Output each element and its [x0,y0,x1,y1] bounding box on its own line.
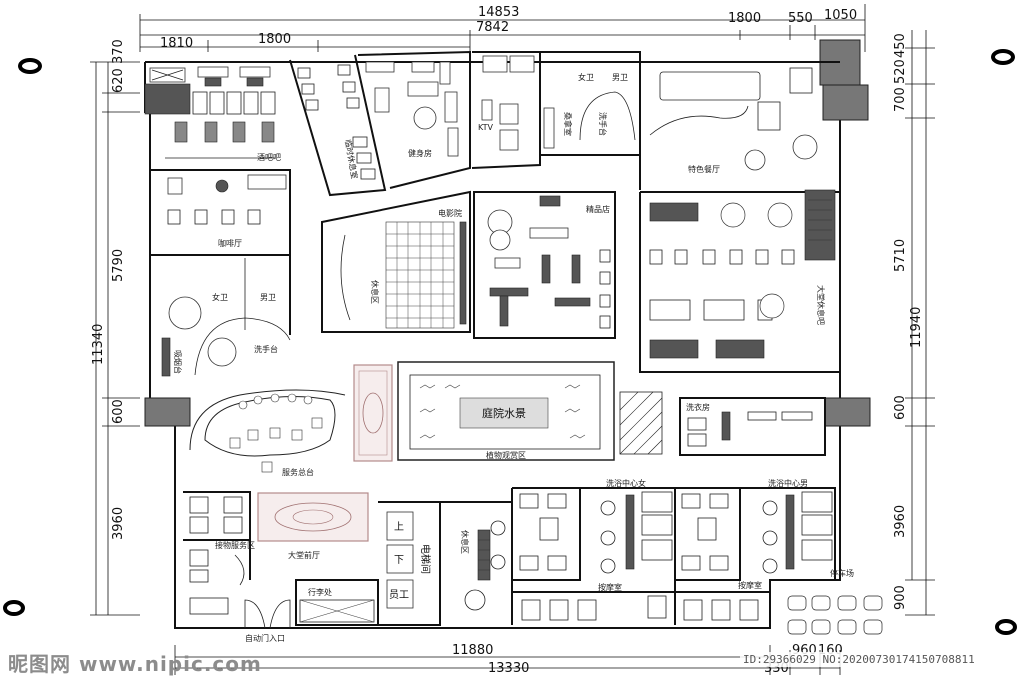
label-spa-female: 洗浴中心女 [606,478,646,488]
lobby-bar: 大堂休息吧 [639,189,840,373]
elevator-staff: 员工 [389,589,409,601]
hatched-area [619,391,663,455]
dim-left-c: 5790 [111,249,126,282]
elevator-up: 上 [394,521,404,533]
label-service-desk: 服务总台 [282,467,314,477]
temp-rest-room: 临时休息室 [289,54,387,197]
watermark-id: ID:29366029 NO:20200730174150708811 [740,652,978,667]
label-auto-door: 自动门入口 [245,633,285,643]
special-restaurant: 特色餐厅 [639,61,840,190]
lobby-carpet: 大堂前厅 [257,492,369,560]
label-sauna: 桑拿室 [563,112,573,136]
label-wash-basin: 洗手台 [254,344,278,354]
dim-top-a: 1810 [160,36,193,51]
cinema: 电影院 休息区 [321,190,471,333]
dim-right-f: 3960 [893,505,908,538]
label-female-wc: 女卫 [212,292,228,302]
label-elevator-room: 电梯间 [419,544,432,574]
label-male-wc-top: 男卫 [612,73,628,82]
carpet-pattern [353,364,393,462]
label-gym: 健身房 [408,148,432,158]
label-lobby-bar: 大堂休息吧 [816,285,826,325]
label-rest-area: 休息区 [460,530,470,554]
label-smoking: 吸烟台 [173,350,183,374]
watermark-site: 昵图网 www.nipic.com [8,652,262,676]
label-luggage-service: 接物服务区 [215,540,255,550]
label-bar: 酒吧吧 [257,153,281,162]
bar-area: 酒吧吧 [149,66,281,162]
label-cinema: 电影院 [438,208,462,218]
dim-top-d: 550 [788,11,813,26]
label-garden-water: 庭院水景 [482,406,526,420]
dim-bottom-a: 11880 [452,643,493,658]
wc-wash-block: 女卫 男卫 洗手台 吸烟台 [150,254,291,377]
dim-top-total: 14853 [478,5,519,20]
dim-right-g: 900 [893,585,908,610]
dim-right-c: 700 [893,87,908,112]
luggage-service-area: 接物服务区 [183,491,255,615]
dim-top-b: 1800 [258,32,291,47]
spa-male: 洗浴中心男 [675,478,836,581]
elevator-down: 下 [394,555,404,566]
dim-left-e: 3960 [111,507,126,540]
outer-walls [144,39,871,629]
boutique: 精品店 [473,191,616,339]
label-massage-1: 按摩室 [598,582,622,592]
label-cafe: 咖啡厅 [218,238,242,248]
parking-lot: 停车场 [787,568,883,635]
corner-marker [991,49,1015,65]
sauna-wc-block: 桑拿室 女卫 男卫 洗手台 [540,51,641,156]
label-male-wc: 男卫 [260,293,276,302]
elevator-room: 上 下 员工 电梯间 [378,501,441,626]
luggage-room: 行李处 [295,579,379,626]
cafe: 咖啡厅 [150,169,291,256]
label-wash-top: 洗手台 [598,112,608,136]
dim-left-total: 11340 [91,324,106,365]
auto-door-entrance: 自动门入口 [244,599,291,643]
dim-left-a: 620 [111,68,126,93]
dim-right-e: 600 [893,395,908,420]
corner-marker [18,58,42,74]
label-female-wc-top: 女卫 [578,72,594,82]
label-special-restaurant: 特色餐厅 [688,164,720,174]
label-luggage-room: 行李处 [308,587,332,597]
label-spa-male: 洗浴中心男 [768,478,808,488]
garden-water-feature: 庭院水景 植物观赏区 [397,361,615,461]
dim-left-d: 600 [111,399,126,424]
corner-marker [3,600,25,616]
label-boutique: 精品店 [586,204,610,214]
dim-top-c: 1800 [728,11,761,26]
laundry-room: 洗衣房 [679,397,826,456]
service-desk: 服务总台 [189,389,346,477]
label-cinema-rest: 休息区 [370,280,380,304]
label-plant-viewing: 植物观赏区 [486,450,526,460]
corner-marker [995,619,1017,635]
dim-left-b: 370 [111,39,126,64]
dim-right-b: 520 [893,59,908,84]
gym-room: 健身房 [357,50,471,189]
spa-female: 洗浴中心女 [512,478,676,625]
label-ktv: KTV [478,123,494,132]
label-laundry: 洗衣房 [686,402,710,412]
label-massage-2: 按摩室 [738,580,762,590]
label-lobby: 大堂前厅 [288,550,320,560]
dim-top-e: 1050 [824,8,857,23]
rest-area: 休息区 [440,488,513,625]
dim-right-d: 5710 [893,239,908,272]
dimension-lines [90,4,935,675]
massage-room-1: 按摩室 [512,582,675,621]
dim-right-total: 11940 [909,307,924,348]
dim-bottom-total: 13330 [488,661,529,676]
massage-room-2: 按摩室 [675,580,770,621]
label-parking: 停车场 [830,568,854,578]
dim-top-sub: 7842 [476,20,509,35]
dim-right-a: 450 [893,33,908,58]
ktv-room: KTV [471,51,541,169]
